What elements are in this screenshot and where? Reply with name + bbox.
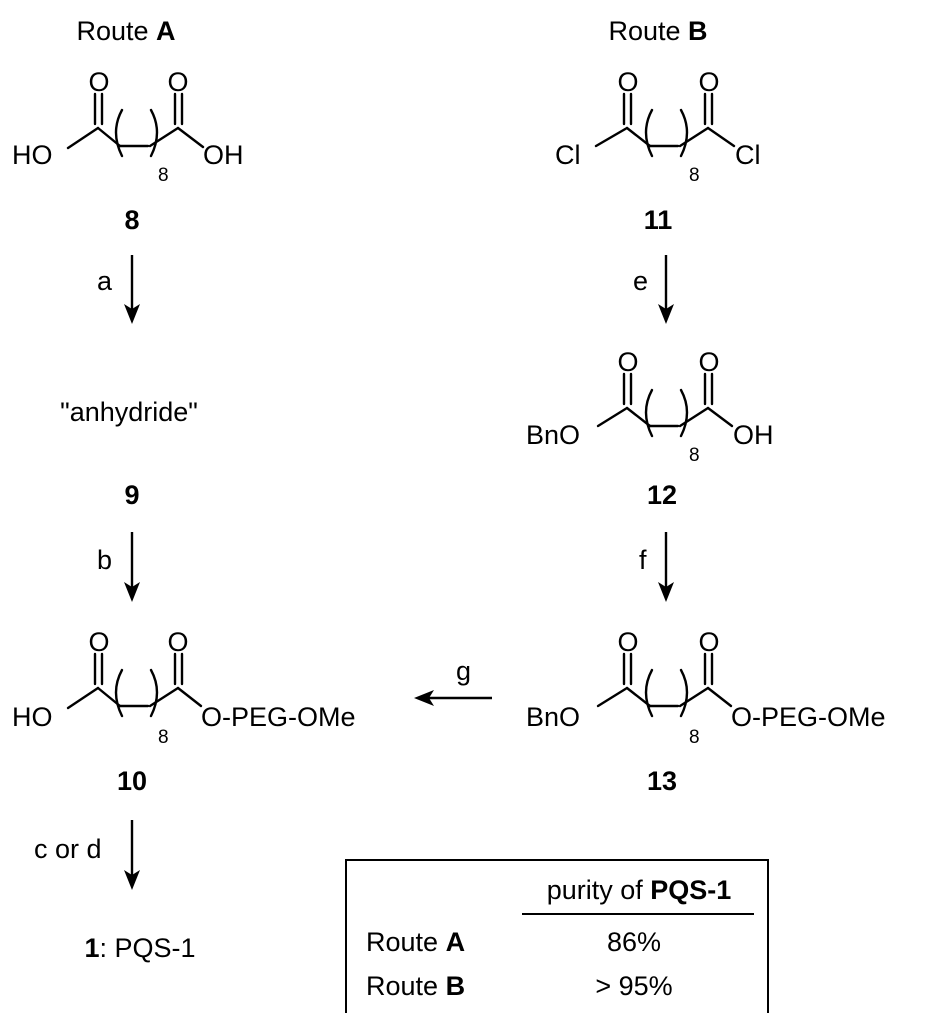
step-cd-label: c or d: [34, 834, 102, 864]
compound-number-8: 8: [124, 205, 139, 235]
compound-number-10: 10: [117, 766, 147, 796]
compound-number-12: 12: [647, 480, 677, 510]
atom-oh: OH: [733, 420, 774, 450]
atom-o: O: [617, 347, 638, 377]
subscript-n: 8: [689, 445, 700, 466]
table-header: purity of PQS-1: [547, 875, 732, 905]
compound-8-structure: O O HO OH 8: [12, 67, 244, 186]
table-row-purity: > 95%: [595, 971, 672, 1001]
atom-o: O: [167, 627, 188, 657]
table-row-route: Route A: [366, 927, 465, 957]
atom-ho: HO: [12, 702, 53, 732]
atom-o: O: [698, 67, 719, 97]
subscript-n: 8: [158, 165, 169, 186]
atom-oh: OH: [203, 140, 244, 170]
atom-o: O: [698, 347, 719, 377]
table-row-purity: 86%: [607, 927, 661, 957]
atom-o: O: [617, 627, 638, 657]
table-row-route: Route B: [366, 971, 465, 1001]
atom-o: O: [617, 67, 638, 97]
atom-cl: Cl: [735, 140, 761, 170]
compound-12-structure: O O BnO OH 8: [526, 347, 774, 466]
atom-cl: Cl: [555, 140, 581, 170]
compound-number-13: 13: [647, 766, 677, 796]
compound-10-structure: O O HO O-PEG-OMe 8: [12, 627, 356, 748]
atom-o: O: [88, 627, 109, 657]
subscript-n: 8: [689, 165, 700, 186]
subscript-n: 8: [689, 727, 700, 748]
step-g-label: g: [456, 656, 471, 686]
compound-number-11: 11: [644, 205, 673, 235]
atom-bno: BnO: [526, 420, 580, 450]
route-a-title: Route A: [76, 16, 175, 46]
atom-o: O: [698, 627, 719, 657]
route-b-title: Route B: [608, 16, 707, 46]
atom-opeg: O-PEG-OMe: [201, 702, 356, 732]
step-a-label: a: [97, 266, 113, 296]
compound-11-structure: O O Cl Cl 8: [555, 67, 761, 186]
step-f-label: f: [639, 545, 647, 575]
subscript-n: 8: [158, 727, 169, 748]
atom-opeg: O-PEG-OMe: [731, 702, 886, 732]
atom-o: O: [88, 67, 109, 97]
atom-bno: BnO: [526, 702, 580, 732]
compound-number-9: 9: [124, 480, 139, 510]
step-b-label: b: [97, 545, 112, 575]
anhydride-label: "anhydride": [60, 397, 198, 427]
compound-13-structure: O O BnO O-PEG-OMe 8: [526, 627, 886, 748]
atom-ho: HO: [12, 140, 53, 170]
atom-o: O: [167, 67, 188, 97]
final-product: 1: PQS-1: [84, 933, 195, 963]
step-e-label: e: [633, 266, 648, 296]
purity-table: purity of PQS-1 Route A 86% Route B > 95…: [345, 859, 769, 1013]
